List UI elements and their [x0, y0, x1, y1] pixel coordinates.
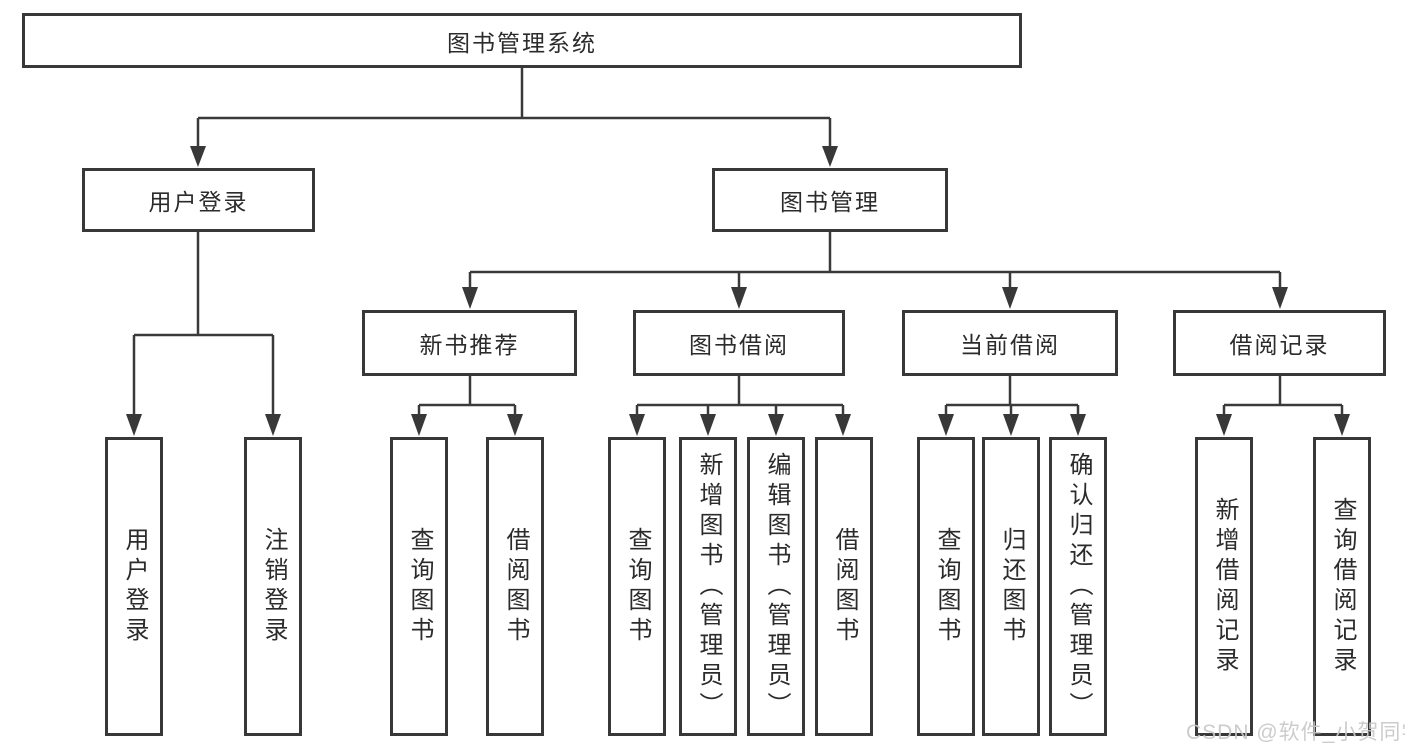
node-label: 注销登录: [260, 526, 287, 647]
connector-new-book-group: [417, 376, 517, 416]
node-label: 归还图书: [998, 526, 1025, 647]
node-label: 借阅图书: [502, 526, 529, 647]
arrow-down-icon: [1334, 414, 1350, 436]
connector-current-borrow-group: [944, 376, 1080, 416]
arrow-down-icon: [265, 414, 281, 436]
node-label: 用户登录: [121, 526, 148, 647]
leaf-query-books-current: 查询图书: [917, 437, 975, 736]
arrowheads: [126, 146, 1350, 436]
connector-user-login-group: [132, 232, 275, 416]
node-label: 用户登录: [148, 189, 249, 215]
arrow-down-icon: [411, 414, 427, 436]
leaf-add-borrow-record: 新增借阅记录: [1195, 437, 1253, 736]
leaf-edit-books-admin: 编辑图书（管理员）: [747, 437, 805, 736]
node-current-borrowing: 当前借阅: [902, 310, 1118, 376]
node-label: 当前借阅: [960, 332, 1060, 358]
leaf-borrow-books: 借阅图书: [815, 437, 873, 736]
arrow-down-icon: [190, 146, 206, 167]
connector-book-borrow-group: [635, 376, 845, 416]
node-label: 编辑图书（管理员）: [763, 451, 790, 722]
arrow-down-icon: [938, 414, 954, 436]
leaf-user-login: 用户登录: [105, 437, 163, 736]
leaf-logout: 注销登录: [244, 437, 302, 736]
node-label: 确认归还（管理员）: [1065, 451, 1092, 722]
node-user-login: 用户登录: [82, 168, 315, 232]
node-label: 借阅记录: [1229, 332, 1330, 358]
csdn-watermark: CSDN @软件_小贺同学: [1186, 721, 1405, 744]
arrow-down-icon: [835, 414, 851, 436]
arrow-down-icon: [629, 414, 645, 436]
leaf-borrow-books-recommend: 借阅图书: [486, 437, 544, 736]
arrow-down-icon: [700, 414, 716, 436]
node-label: 借阅图书: [831, 526, 858, 647]
node-label: 图书管理系统: [447, 29, 597, 56]
node-label: 新增图书（管理员）: [695, 451, 722, 722]
arrow-down-icon: [822, 146, 838, 167]
arrow-down-icon: [1070, 414, 1086, 436]
arrow-down-icon: [462, 287, 478, 309]
node-label: 查询图书: [406, 526, 433, 647]
node-label: 图书管理: [780, 189, 880, 215]
node-borrowing-records: 借阅记录: [1173, 310, 1386, 376]
leaf-add-books-admin: 新增图书（管理员）: [679, 437, 737, 736]
node-label: 新书推荐: [419, 332, 520, 358]
arrow-down-icon: [1272, 287, 1288, 309]
node-label: 查询借阅记录: [1329, 496, 1356, 677]
node-label: 新增借阅记录: [1211, 496, 1238, 677]
arrow-down-icon: [126, 414, 142, 436]
leaf-query-borrow-record: 查询借阅记录: [1313, 437, 1371, 736]
node-label: 图书借阅: [689, 332, 789, 358]
node-label: 查询图书: [933, 526, 960, 647]
arrow-down-icon: [731, 287, 747, 309]
node-label: 查询图书: [624, 526, 651, 647]
arrow-down-icon: [1002, 287, 1018, 309]
node-book-borrowing: 图书借阅: [633, 310, 845, 376]
node-new-book-recommend: 新书推荐: [362, 310, 577, 376]
leaf-return-books: 归还图书: [982, 437, 1040, 736]
leaf-query-books-recommend: 查询图书: [390, 437, 448, 736]
arrow-down-icon: [768, 414, 784, 436]
arrow-down-icon: [1003, 414, 1019, 436]
node-book-management: 图书管理: [712, 168, 948, 232]
connector-root-to-level2: [196, 68, 832, 148]
node-system-root: 图书管理系统: [22, 13, 1022, 68]
leaf-query-books-borrowing: 查询图书: [608, 437, 666, 736]
arrow-down-icon: [1216, 414, 1232, 436]
arrow-down-icon: [507, 414, 523, 436]
leaf-confirm-return-admin: 确认归还（管理员）: [1049, 437, 1107, 736]
connector-book-mgmt-group: [468, 232, 1282, 289]
connector-borrow-record-group: [1222, 376, 1344, 416]
